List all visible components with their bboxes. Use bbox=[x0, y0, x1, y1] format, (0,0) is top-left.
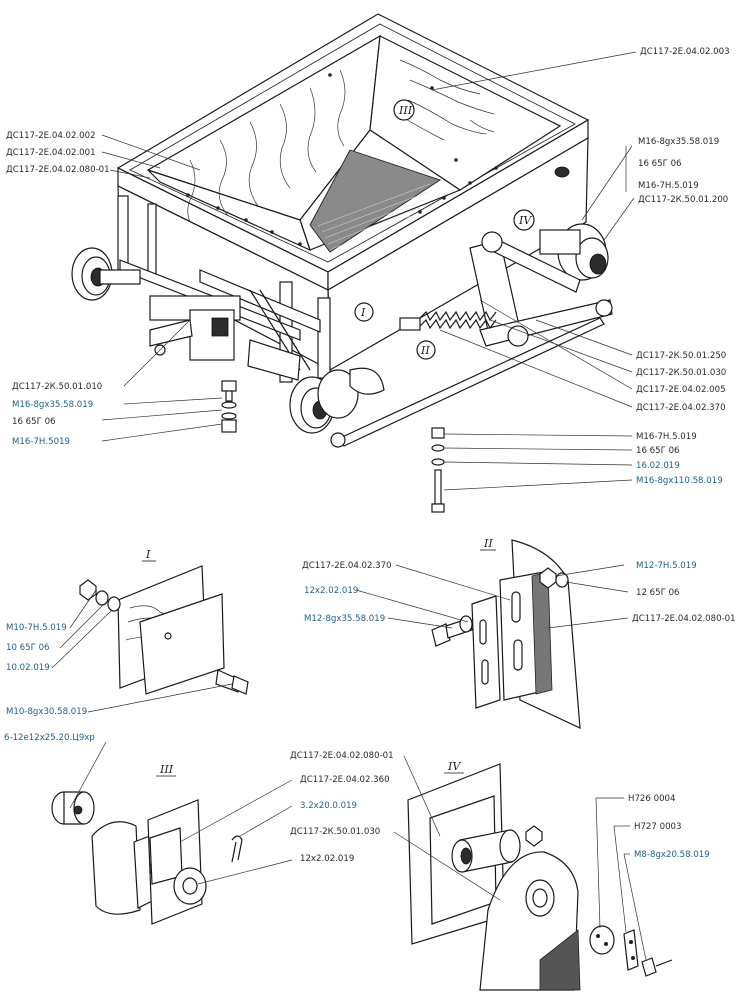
label-hopper-001: ДС117-2Е.04.02.001 bbox=[6, 148, 96, 158]
label-right-bolt: М16-8gх35.58.019 bbox=[638, 137, 719, 147]
detail-iii-part360: ДС117-2Е.04.02.360 bbox=[300, 775, 390, 785]
detail-ii-title: II bbox=[483, 537, 493, 550]
label-stack-washer: 16 65Г 06 bbox=[636, 446, 680, 456]
detail-iii-title: III bbox=[159, 763, 174, 776]
detail-iv-h726: Н726 0004 bbox=[628, 794, 675, 804]
detail-ii-washer: 12 65Г 06 bbox=[636, 588, 680, 598]
detail-ii: II ДС117-2Е.04.02.370 12х2.02.019 М12-8g… bbox=[302, 537, 736, 729]
callout-i: I bbox=[360, 306, 366, 319]
callout-ii: II bbox=[420, 344, 430, 357]
detail-i-title: I bbox=[145, 548, 151, 561]
detail-i-washer: 10 65Г 06 bbox=[6, 643, 50, 653]
detail-i-leaders bbox=[51, 589, 233, 713]
gate-mechanism bbox=[149, 295, 385, 395]
front-wheel bbox=[289, 369, 359, 434]
detail-iii-leaders bbox=[69, 741, 293, 885]
detail-iv-part080: ДС117-2Е.04.02.080-01 bbox=[290, 751, 394, 761]
detail-i-nut: М10-7Н.5.019 bbox=[6, 623, 67, 633]
label-part250: ДС117-2К.50.01.250 bbox=[636, 351, 726, 361]
label-stack-nut: М16-7Н.5.019 bbox=[636, 432, 697, 442]
detail-i: I М10-7Н.5.019 10 65Г 06 10.02.019 М10-8… bbox=[6, 548, 249, 717]
linkage-arms bbox=[330, 231, 613, 448]
label-part005: ДС117-2Е.04.02.005 bbox=[636, 385, 726, 395]
detail-ii-part080: ДС117-2Е.04.02.080-01 bbox=[632, 614, 736, 624]
detail-iv-leaders bbox=[393, 755, 647, 961]
label-hopper-003: ДС117-2Е.04.02.003 bbox=[640, 47, 730, 57]
detail-ii-flat: 12х2.02.019 bbox=[304, 586, 358, 596]
label-part370: ДС117-2Е.04.02.370 bbox=[636, 403, 726, 413]
label-stack-bolt: М16-8gх110.58.019 bbox=[636, 476, 723, 486]
label-left-bolt: М16-8gх35.58.019 bbox=[12, 400, 93, 410]
detail-iv-h727: Н727 0003 bbox=[634, 822, 681, 832]
left-wheel bbox=[71, 247, 141, 301]
label-hopper-080: ДС117-2Е.04.02.080-01 bbox=[6, 165, 110, 175]
detail-i-bolt: М10-8gх30.58.019 bbox=[6, 707, 87, 717]
fastener-stack-left bbox=[221, 380, 237, 433]
detail-iv-part030: ДС117-2К.50.01.030 bbox=[290, 827, 380, 837]
detail-iv-bolt: М8-8gх20.58.019 bbox=[634, 850, 710, 860]
label-right-part200: ДС117-2К.50.01.200 bbox=[638, 195, 728, 205]
detail-iii-flat: 12х2.02.019 bbox=[300, 854, 354, 864]
detail-iii-pin: 6-12е12х25.20.Ц9хр bbox=[4, 733, 95, 743]
label-stack-flat: 16.02.019 bbox=[636, 461, 680, 471]
main-assembly: III IV I II bbox=[6, 13, 730, 513]
label-right-washer: 16 65Г 06 bbox=[638, 159, 682, 169]
callout-marks bbox=[354, 99, 535, 360]
detail-iv-title: IV bbox=[447, 760, 461, 773]
detail-i-flat: 10.02.019 bbox=[6, 663, 50, 673]
main-leaders bbox=[101, 51, 637, 491]
detail-ii-leaders bbox=[355, 564, 629, 629]
callout-iv: IV bbox=[518, 214, 532, 227]
detail-iii: III 6-12е12х25.20.Ц9хр ДС117-2Е.04.02.36… bbox=[4, 733, 390, 925]
detail-ii-part370: ДС117-2Е.04.02.370 bbox=[302, 561, 392, 571]
detail-ii-bolt: М12-8gх35.58.019 bbox=[304, 614, 385, 624]
label-left-washer: 16 65Г 06 bbox=[12, 417, 56, 427]
tension-spring bbox=[399, 310, 497, 331]
label-left-part010: ДС117-2К.50.01.010 bbox=[12, 382, 102, 392]
detail-iii-cotter: 3.2х20.0.019 bbox=[300, 801, 357, 811]
detail-ii-nut: М12-7Н.5.019 bbox=[636, 561, 697, 571]
detail-iv: IV bbox=[290, 751, 710, 991]
right-wheel bbox=[539, 223, 609, 281]
callout-iii: III bbox=[398, 104, 413, 117]
label-hopper-002: ДС117-2Е.04.02.002 bbox=[6, 131, 96, 141]
label-part030: ДС117-2К.50.01.030 bbox=[636, 368, 726, 378]
label-right-nut: М16-7Н.5.019 bbox=[638, 181, 699, 191]
fastener-stack-right bbox=[431, 427, 445, 513]
label-left-nut: М16-7Н.5019 bbox=[12, 437, 70, 447]
